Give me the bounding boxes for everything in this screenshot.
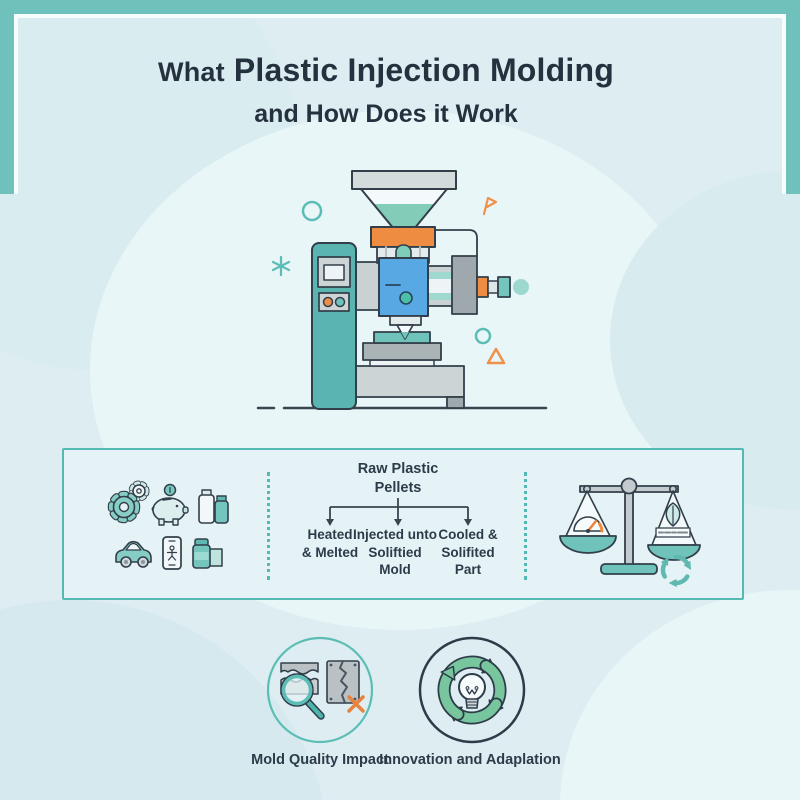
flow-step-cooled: Cooled & Solifited Part — [438, 527, 498, 577]
scale-base — [600, 563, 658, 575]
title-prefix: What — [158, 57, 225, 87]
panel-button-orange — [322, 296, 334, 308]
header: What Plastic Injection Molding and How Do… — [0, 50, 800, 131]
car-icon — [115, 540, 152, 568]
panel-button-teal — [334, 296, 346, 308]
balance-scale-illustration — [559, 477, 701, 592]
scale-pole — [624, 485, 634, 567]
footer-label-innovation: Innovation and Adaplation — [379, 752, 561, 768]
injection-molding-machine-illustration — [256, 170, 548, 410]
flag-decoration-icon — [482, 196, 498, 216]
footer-label-mold-quality: Mold Quality Impact — [251, 752, 389, 768]
innovation-cycle-bulb-icon — [418, 636, 526, 744]
info-panel: Raw Plastic Pellets Heated & Melted Inje… — [62, 448, 744, 600]
circle-decoration-icon — [474, 327, 492, 345]
x-mark-icon — [347, 695, 365, 713]
page-title: What Plastic Injection Molding — [0, 50, 772, 97]
smartphone-icon — [162, 536, 182, 570]
page-subtitle: and How Does it Work — [254, 100, 518, 128]
recycle-icon — [657, 554, 691, 589]
machine-wire — [435, 229, 478, 257]
dotted-divider — [524, 472, 527, 580]
mold-quality-magnifier-icon — [266, 636, 374, 744]
applications-icons — [107, 480, 229, 570]
frame-left-band — [0, 0, 14, 194]
dot-decoration-icon — [513, 279, 529, 295]
injection-unit — [378, 257, 429, 317]
control-panel — [311, 242, 357, 410]
asterisk-decoration-icon — [271, 255, 291, 277]
piston-end — [497, 276, 511, 298]
lightbulb-icon — [458, 673, 486, 709]
title-main: Plastic Injection Molding — [233, 52, 614, 88]
flow-connector — [326, 498, 472, 526]
barrel-flange — [451, 255, 478, 315]
nozzle — [389, 315, 422, 340]
feed-block-orange — [370, 226, 436, 248]
piston-orange-block — [476, 276, 489, 298]
flow-root-label: Raw Plastic Pellets — [357, 461, 439, 496]
frame-inner-line — [14, 14, 786, 18]
machine-base — [355, 331, 465, 409]
footer-icons — [266, 636, 526, 744]
frame-right-band — [786, 0, 800, 194]
hopper — [351, 170, 457, 230]
background-blob — [560, 590, 800, 800]
scale-right-pan-eco — [647, 490, 701, 561]
circle-decoration-icon — [301, 200, 323, 222]
dotted-divider — [267, 472, 270, 580]
frame-inner-line — [782, 14, 786, 194]
gears-icon — [107, 480, 150, 524]
triangle-decoration-icon — [486, 347, 506, 365]
scale-left-pan-speed — [559, 490, 617, 554]
piston-rod — [487, 280, 499, 294]
flow-step-injected: Injected unto Soliftied Mold — [353, 527, 437, 577]
piggy-bank-icon — [151, 483, 189, 526]
jar-icon — [192, 538, 223, 569]
magnifier-glass — [280, 673, 325, 720]
frame-inner-line — [14, 14, 18, 194]
bottles-icon — [198, 489, 229, 524]
flow-step-heated: Heated & Melted — [301, 527, 359, 560]
frame-top-band — [0, 0, 800, 14]
